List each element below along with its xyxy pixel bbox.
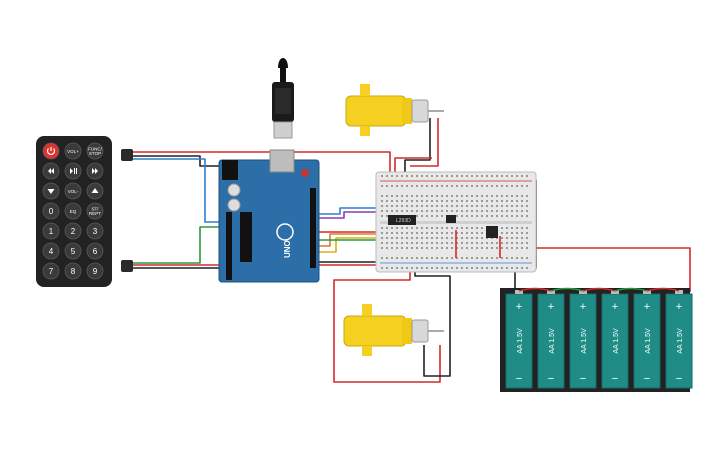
l293d-chip (388, 215, 416, 225)
ir-remote: VOL+ FUNC/STOP VOL- 0 EQ ST/REPT 1 2 3 4 5 6 7 8 9 (36, 136, 112, 287)
func-stop-button-label: FUNC/STOP (88, 147, 102, 157)
digit-2-button[interactable]: 2 (64, 222, 82, 240)
vol-up-button[interactable]: VOL+ (64, 142, 82, 160)
digit-4-button-label: 4 (49, 247, 54, 256)
battery-plus-label: + (676, 301, 682, 313)
arduino-uno: UNO (218, 149, 320, 283)
usb-port (269, 149, 295, 173)
pin-header-left (226, 212, 232, 280)
digit-7-button-label: 7 (49, 267, 54, 276)
st-rept-button-label: ST/REPT (89, 207, 101, 217)
vol-down-button-label: VOL- (68, 189, 79, 194)
digit-6-button-label: 6 (93, 247, 98, 256)
eq-button[interactable]: EQ (64, 202, 82, 220)
battery-cell: + − AA 1.5V (505, 290, 533, 389)
dc-motor-top (345, 84, 444, 136)
battery-minus-label: − (516, 373, 522, 385)
battery-minus-label: − (580, 373, 586, 385)
battery-voltage-label: AA 1.5V (581, 328, 588, 354)
digit-6-button[interactable]: 6 (86, 242, 104, 260)
battery-plus-label: + (644, 301, 650, 313)
battery-minus-label: − (644, 373, 650, 385)
wire-green-ir2[interactable] (133, 226, 222, 264)
dc-motor-bottom (343, 304, 444, 356)
wire-yellow-signal[interactable] (318, 237, 383, 253)
digit-5-button-label: 5 (71, 247, 76, 256)
voltage-regulator (446, 215, 456, 223)
power-jack (222, 160, 238, 180)
battery-voltage-label: AA 1.5V (549, 328, 556, 354)
wire-black-ir1[interactable] (133, 155, 219, 167)
digit-7-button[interactable]: 7 (42, 262, 60, 280)
eq-button-label: EQ (70, 209, 77, 214)
power-button[interactable] (42, 142, 60, 160)
battery-link-wire (518, 287, 552, 292)
battery-plus-label: + (612, 301, 618, 313)
battery-minus-label: − (548, 373, 554, 385)
ir-receiver-bottom (121, 260, 133, 272)
digit-1-button-label: 1 (49, 227, 54, 236)
wire-red-motor-top[interactable] (410, 118, 439, 167)
wire-black-motor-bottom[interactable] (414, 268, 451, 377)
battery-link-wire (582, 287, 616, 292)
digit-5-button[interactable]: 5 (64, 242, 82, 260)
battery-voltage-label: AA 1.5V (677, 328, 684, 354)
ir-receiver-top (121, 149, 133, 161)
fast-forward-button[interactable] (86, 162, 104, 180)
digit-9-button[interactable]: 9 (86, 262, 104, 280)
battery-cell: + − AA 1.5V (633, 290, 661, 389)
battery-link-wire (646, 287, 680, 292)
rewind-button[interactable] (42, 162, 60, 180)
digit-2-button-label: 2 (71, 227, 76, 236)
battery-cell: + − AA 1.5V (537, 290, 565, 389)
digit-8-button[interactable]: 8 (64, 262, 82, 280)
digit-3-button-label: 3 (93, 227, 98, 236)
battery-voltage-label: AA 1.5V (645, 328, 652, 354)
battery-link-wire (550, 287, 584, 292)
wire-blue-ir1[interactable] (133, 158, 222, 223)
battery-plus-label: + (548, 301, 554, 313)
breadboard: L293D (375, 171, 537, 273)
battery-cell: + − AA 1.5V (665, 290, 693, 389)
down-button[interactable] (42, 182, 60, 200)
ir-sensor-on-board (486, 226, 498, 238)
digit-0-button[interactable]: 0 (42, 202, 60, 220)
battery-plus-label: + (516, 301, 522, 313)
chip-label: L293D (396, 218, 411, 224)
digit-1-button[interactable]: 1 (42, 222, 60, 240)
pin-header-right (310, 188, 316, 268)
battery-voltage-label: AA 1.5V (517, 328, 524, 354)
battery-minus-label: − (676, 373, 682, 385)
battery-voltage-label: AA 1.5V (613, 328, 620, 354)
up-button[interactable] (86, 182, 104, 200)
battery-minus-label: − (612, 373, 618, 385)
reset-button[interactable] (301, 169, 309, 177)
play-pause-button[interactable] (64, 162, 82, 180)
digit-0-button-label: 0 (49, 207, 54, 216)
wire-purple-signal[interactable] (318, 211, 383, 219)
battery-cell: + − AA 1.5V (601, 290, 629, 389)
vol-up-button-label: VOL+ (67, 149, 79, 154)
st-rept-button[interactable]: ST/REPT (86, 202, 104, 220)
digit-9-button-label: 9 (93, 267, 98, 276)
digit-4-button[interactable]: 4 (42, 242, 60, 260)
digit-3-button[interactable]: 3 (86, 222, 104, 240)
arduino-logo-icon (276, 223, 294, 241)
func-stop-button[interactable]: FUNC/STOP (86, 142, 104, 160)
arduino-logo-text: UNO (283, 240, 292, 258)
atmega-chip (240, 212, 252, 262)
battery-cell: + − AA 1.5V (569, 290, 597, 389)
battery-link-wire (614, 287, 648, 292)
usb-cable (272, 58, 294, 139)
battery-pack: + − AA 1.5V + − AA 1.5V + − AA 1.5V + − AA 1.5V + − AA… (500, 287, 693, 392)
vol-down-button[interactable]: VOL- (64, 182, 82, 200)
digit-8-button-label: 8 (71, 267, 76, 276)
battery-plus-label: + (580, 301, 586, 313)
wire-blue-signal[interactable] (318, 207, 383, 215)
